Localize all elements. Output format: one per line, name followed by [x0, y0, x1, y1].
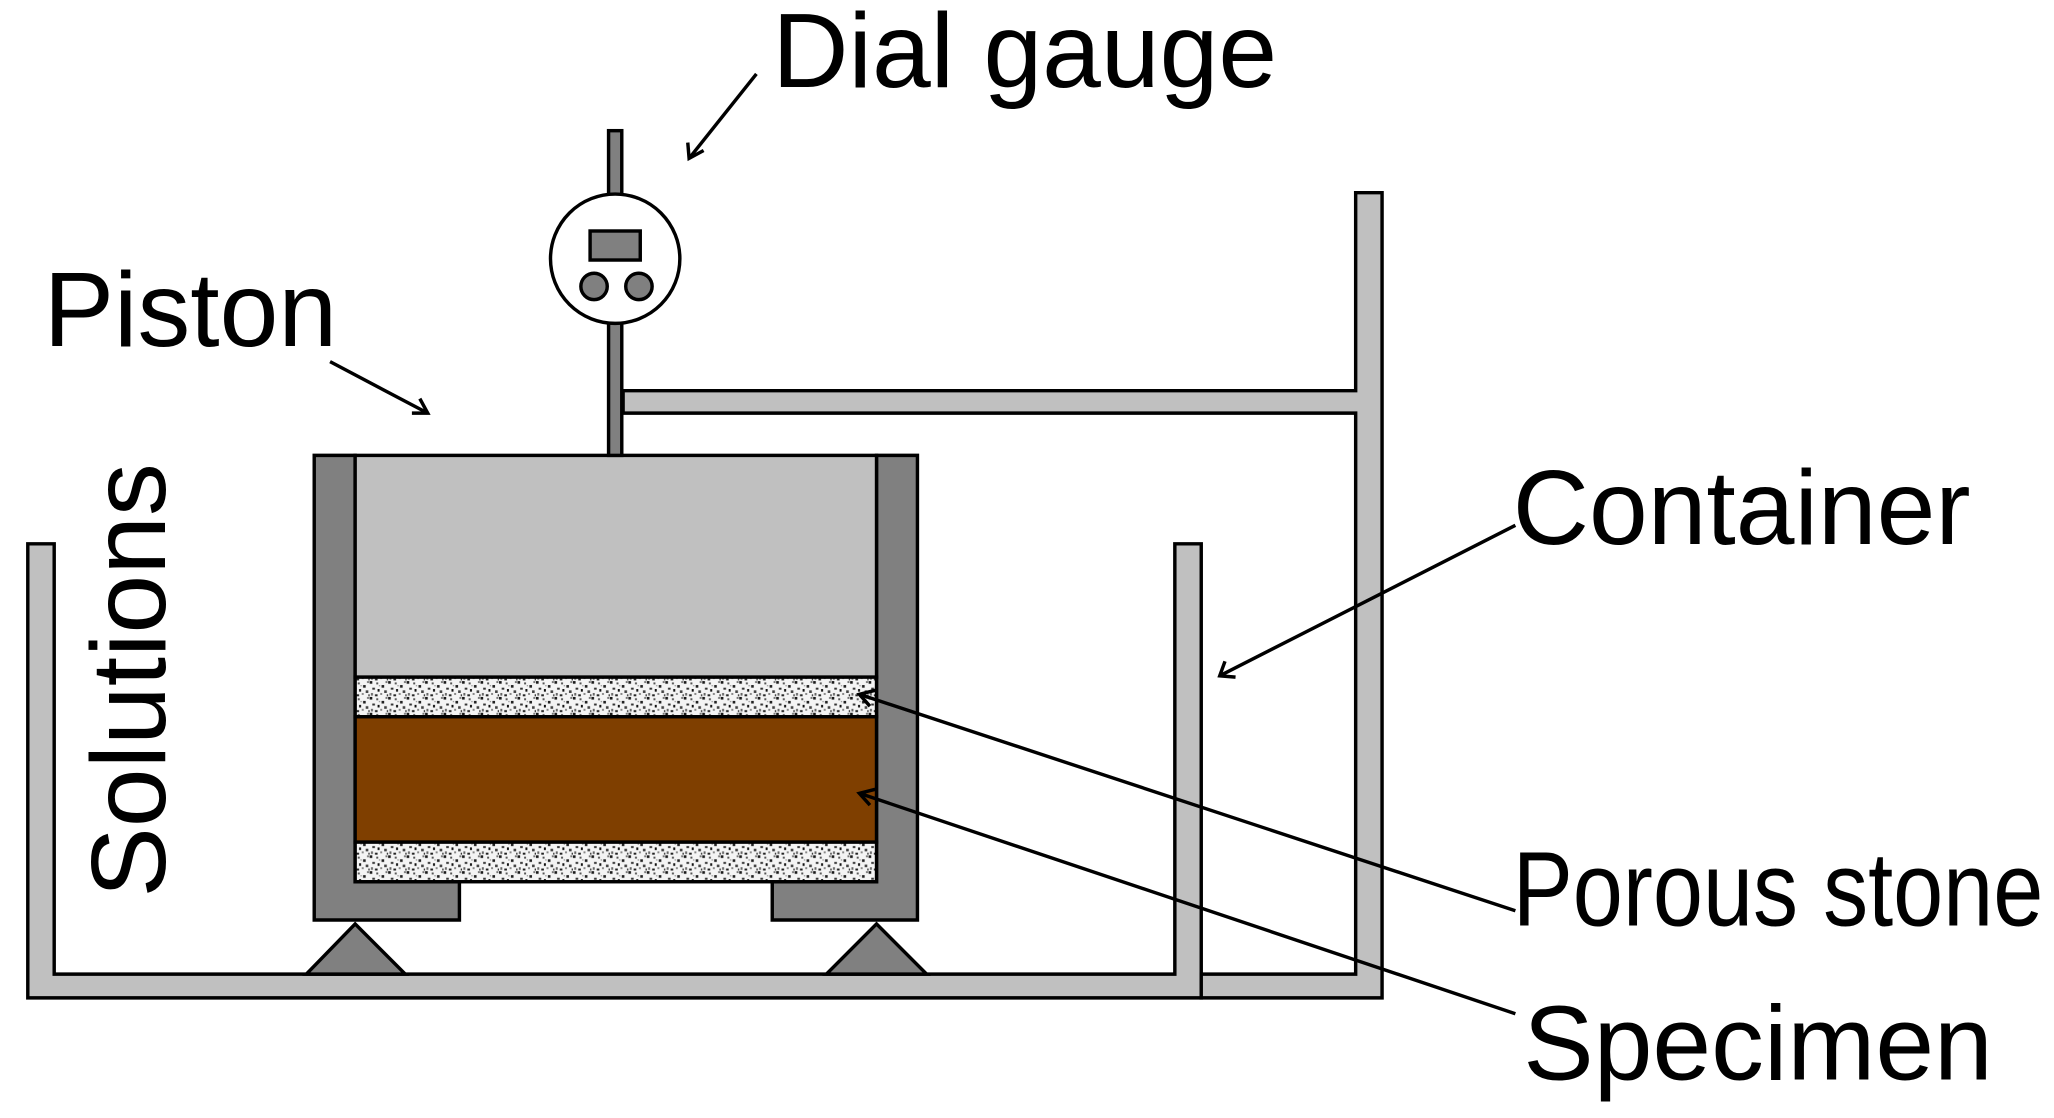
arrow-icon [411, 397, 431, 415]
leader-porous-stone [856, 688, 1516, 913]
label-porous-stone: Porous stone [1513, 830, 2044, 948]
label-container: Container [1513, 449, 1971, 567]
support-foot-right [822, 921, 931, 976]
label-dial-gauge: Dial gauge [772, 0, 1277, 110]
arrow-icon [856, 787, 876, 807]
label-piston: Piston [44, 251, 337, 369]
leader-specimen [856, 787, 1516, 1016]
arrow-icon [1217, 660, 1236, 679]
support-foot-left [302, 921, 410, 976]
specimen [353, 715, 879, 844]
porous-stone-bottom [353, 840, 879, 884]
label-solutions: Solutions [70, 463, 188, 897]
leader-container [1217, 523, 1517, 679]
arrow-icon [856, 688, 876, 708]
solution-bath [26, 542, 1203, 1000]
dial-gauge-icon [548, 128, 682, 458]
piston [353, 453, 879, 679]
porous-stone-top [353, 675, 879, 719]
label-specimen: Specimen [1523, 985, 1992, 1103]
leader-dial-gauge [686, 72, 758, 162]
leader-piston [329, 360, 431, 415]
support-frame [621, 190, 1384, 1000]
arrow-icon [686, 142, 705, 162]
